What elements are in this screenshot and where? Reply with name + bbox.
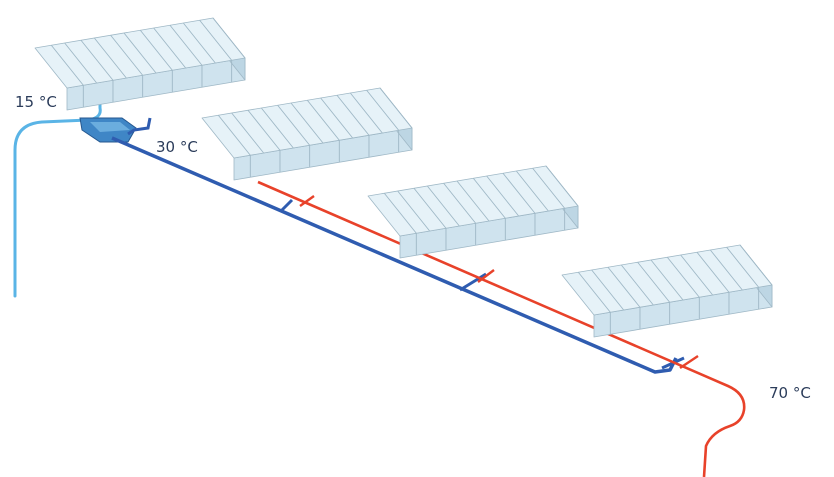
collector-2 xyxy=(201,87,413,181)
cold-riser-3 xyxy=(459,272,487,292)
cold-riser-2 xyxy=(280,198,294,212)
collector-3 xyxy=(367,165,579,259)
hot-riser-4 xyxy=(679,355,699,369)
cold-riser-1 xyxy=(127,117,152,136)
intermediate-temperature-label: 30 °C xyxy=(156,138,198,156)
inlet-temperature-label: 15 °C xyxy=(15,93,57,111)
collector-4 xyxy=(561,244,773,338)
hot-riser-2 xyxy=(299,195,315,207)
collector-1 xyxy=(34,17,246,111)
hot-manifold-pipe xyxy=(257,180,746,477)
hot-riser-3 xyxy=(477,269,495,283)
cold-manifold-pipe xyxy=(111,136,678,374)
outlet-temperature-label: 70 °C xyxy=(769,384,811,402)
cold-supply-pipe xyxy=(13,98,102,298)
